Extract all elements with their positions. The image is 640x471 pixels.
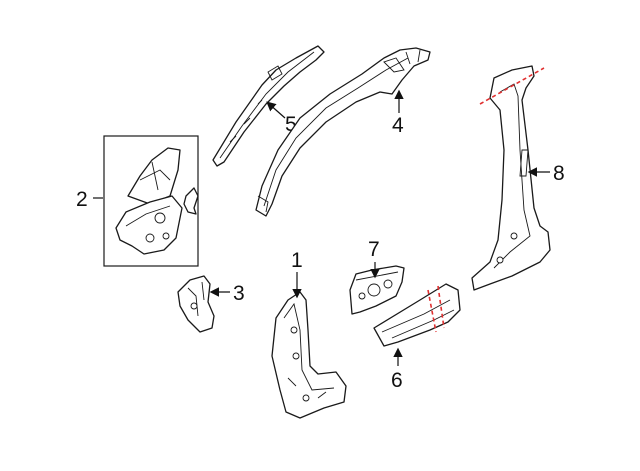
part-5-windshield-pillar[interactable]: [212, 45, 325, 167]
part-1-hinge-pillar[interactable]: [271, 291, 347, 419]
part-4-roof-rail[interactable]: [255, 47, 431, 217]
callout-8: 8: [553, 162, 565, 185]
cut-line-6a: [427, 289, 437, 333]
part-7-inner-panel[interactable]: [349, 265, 405, 315]
callout-6: 6: [391, 369, 403, 392]
cut-line-8: [479, 67, 545, 105]
callout-3: 3: [233, 282, 245, 305]
callout-4: 4: [392, 114, 404, 137]
callout-7: 7: [368, 238, 380, 261]
part-2-box: [103, 135, 199, 267]
callout-2: 2: [76, 188, 88, 211]
part-3-bracket[interactable]: [177, 275, 215, 333]
part-8-center-pillar[interactable]: [471, 65, 551, 291]
part-2-hinge-pillar-assembly[interactable]: [115, 147, 199, 255]
callout-1: 1: [291, 249, 303, 272]
callout-5: 5: [285, 113, 297, 136]
leader-5: [266, 101, 286, 119]
cut-line-6b: [437, 285, 445, 329]
